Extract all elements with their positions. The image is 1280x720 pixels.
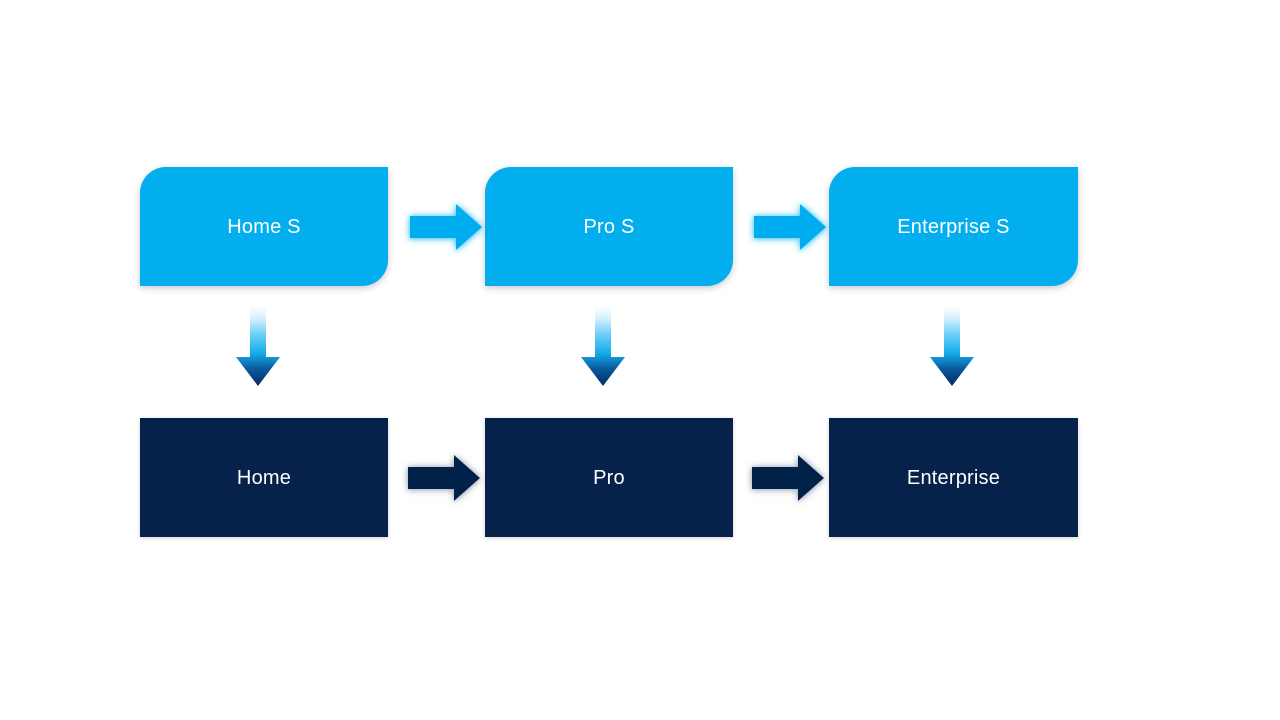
service-box-pro[interactable]: Pro S — [485, 167, 733, 286]
product-box-enterprise-label: Enterprise — [906, 466, 1001, 489]
arrow-right-icon-service-home-to-pro — [404, 198, 488, 256]
arrow-down-icon-pro — [573, 306, 633, 390]
arrow-down-icon-home — [228, 306, 288, 390]
product-box-enterprise[interactable]: Enterprise — [829, 418, 1078, 537]
product-box-home[interactable]: Home — [140, 418, 388, 537]
arrow-right-icon-product-home-to-pro — [402, 449, 486, 507]
product-box-home-label: Home — [236, 466, 292, 489]
service-box-pro-label: Pro S — [583, 215, 635, 238]
product-box-pro-label: Pro — [593, 466, 625, 489]
arrow-down-icon-enterprise — [922, 306, 982, 390]
arrow-right-icon-product-pro-to-enterprise — [746, 449, 830, 507]
arrow-right-icon-service-pro-to-enterprise — [748, 198, 832, 256]
service-box-home-label: Home S — [227, 215, 301, 238]
service-box-enterprise-label: Enterprise S — [897, 215, 1010, 238]
service-box-enterprise[interactable]: Enterprise S — [829, 167, 1078, 286]
service-box-home[interactable]: Home S — [140, 167, 388, 286]
product-box-pro[interactable]: Pro — [485, 418, 733, 537]
